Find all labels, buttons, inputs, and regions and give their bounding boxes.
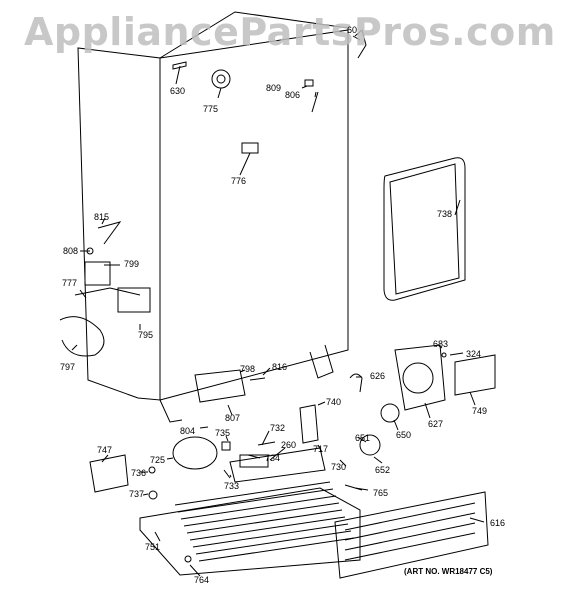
part-735 [221, 441, 231, 451]
part-764 [184, 555, 192, 563]
label-part-740: 740 [326, 397, 342, 407]
label-part-797: 797 [60, 362, 76, 372]
part-765 [344, 484, 363, 491]
label-part-806: 806 [285, 90, 301, 100]
part-799 [84, 261, 111, 286]
label-part-765: 765 [373, 488, 389, 498]
label-part-804: 804 [180, 426, 196, 436]
part-626 [349, 373, 363, 393]
label-part-775: 775 [203, 104, 219, 114]
part-730 [229, 447, 326, 483]
part-650 [380, 403, 400, 423]
label-part-733: 733 [224, 481, 240, 491]
label-part-735: 735 [215, 428, 231, 438]
label-part-807: 807 [225, 413, 241, 423]
label-part-717: 717 [313, 444, 329, 454]
label-part-777: 777 [62, 278, 78, 288]
label-part-799: 799 [124, 259, 140, 269]
label-part-730: 730 [331, 462, 347, 472]
cabinet-leg [309, 344, 334, 379]
label-part-725: 725 [150, 455, 166, 465]
label-part-260: 260 [281, 440, 297, 450]
part-798 [194, 369, 246, 403]
part-737 [148, 490, 158, 500]
label-part-764: 764 [194, 575, 210, 585]
part-751 [139, 487, 361, 576]
label-part-683: 683 [433, 339, 449, 349]
part-616 [334, 491, 489, 579]
part-795 [117, 287, 151, 313]
label-part-627: 627 [428, 419, 444, 429]
label-part-747: 747 [97, 445, 113, 455]
part-809 [304, 79, 314, 87]
label-part-736: 736 [131, 468, 147, 478]
part-732 [257, 441, 276, 446]
label-part-809: 809 [266, 83, 282, 93]
art-number: (ART NO. WR18477 C5) [404, 567, 493, 576]
label-part-324: 324 [466, 349, 482, 359]
label-part-749: 749 [472, 406, 488, 416]
label-part-776: 776 [231, 176, 247, 186]
part-806 [311, 91, 319, 113]
watermark-text: AppliancePartsPros.com [24, 10, 556, 54]
label-part-751: 751 [145, 542, 161, 552]
part-651 [359, 434, 381, 456]
label-part-815: 815 [94, 212, 110, 222]
part-747 [89, 454, 129, 493]
label-part-737: 737 [129, 489, 145, 499]
label-part-732: 732 [270, 423, 286, 433]
part-749 [454, 354, 496, 396]
cabinet-back [159, 29, 349, 401]
label-part-651: 651 [355, 433, 371, 443]
part-725 [172, 436, 218, 470]
label-part-738: 738 [437, 209, 453, 219]
part-736 [148, 466, 156, 474]
part-738 [383, 157, 466, 301]
part-797 [59, 316, 105, 357]
part-630 [172, 61, 187, 70]
label-part-808: 808 [63, 246, 79, 256]
part-816 [249, 377, 266, 381]
label-part-795: 795 [138, 330, 154, 340]
label-part-734: 734 [265, 453, 281, 463]
part-734 [239, 454, 269, 468]
label-part-630: 630 [170, 86, 186, 96]
part-60 [354, 29, 367, 59]
part-740 [299, 404, 319, 444]
label-part-626: 626 [370, 371, 386, 381]
part-815 [97, 221, 122, 245]
label-part-60: 60 [347, 25, 358, 35]
part-627 [394, 344, 446, 411]
label-part-816: 816 [272, 362, 288, 372]
label-part-616: 616 [490, 518, 506, 528]
label-part-798: 798 [240, 364, 256, 374]
part-777 [74, 287, 141, 296]
label-part-650: 650 [396, 430, 412, 440]
label-part-652: 652 [375, 465, 391, 475]
